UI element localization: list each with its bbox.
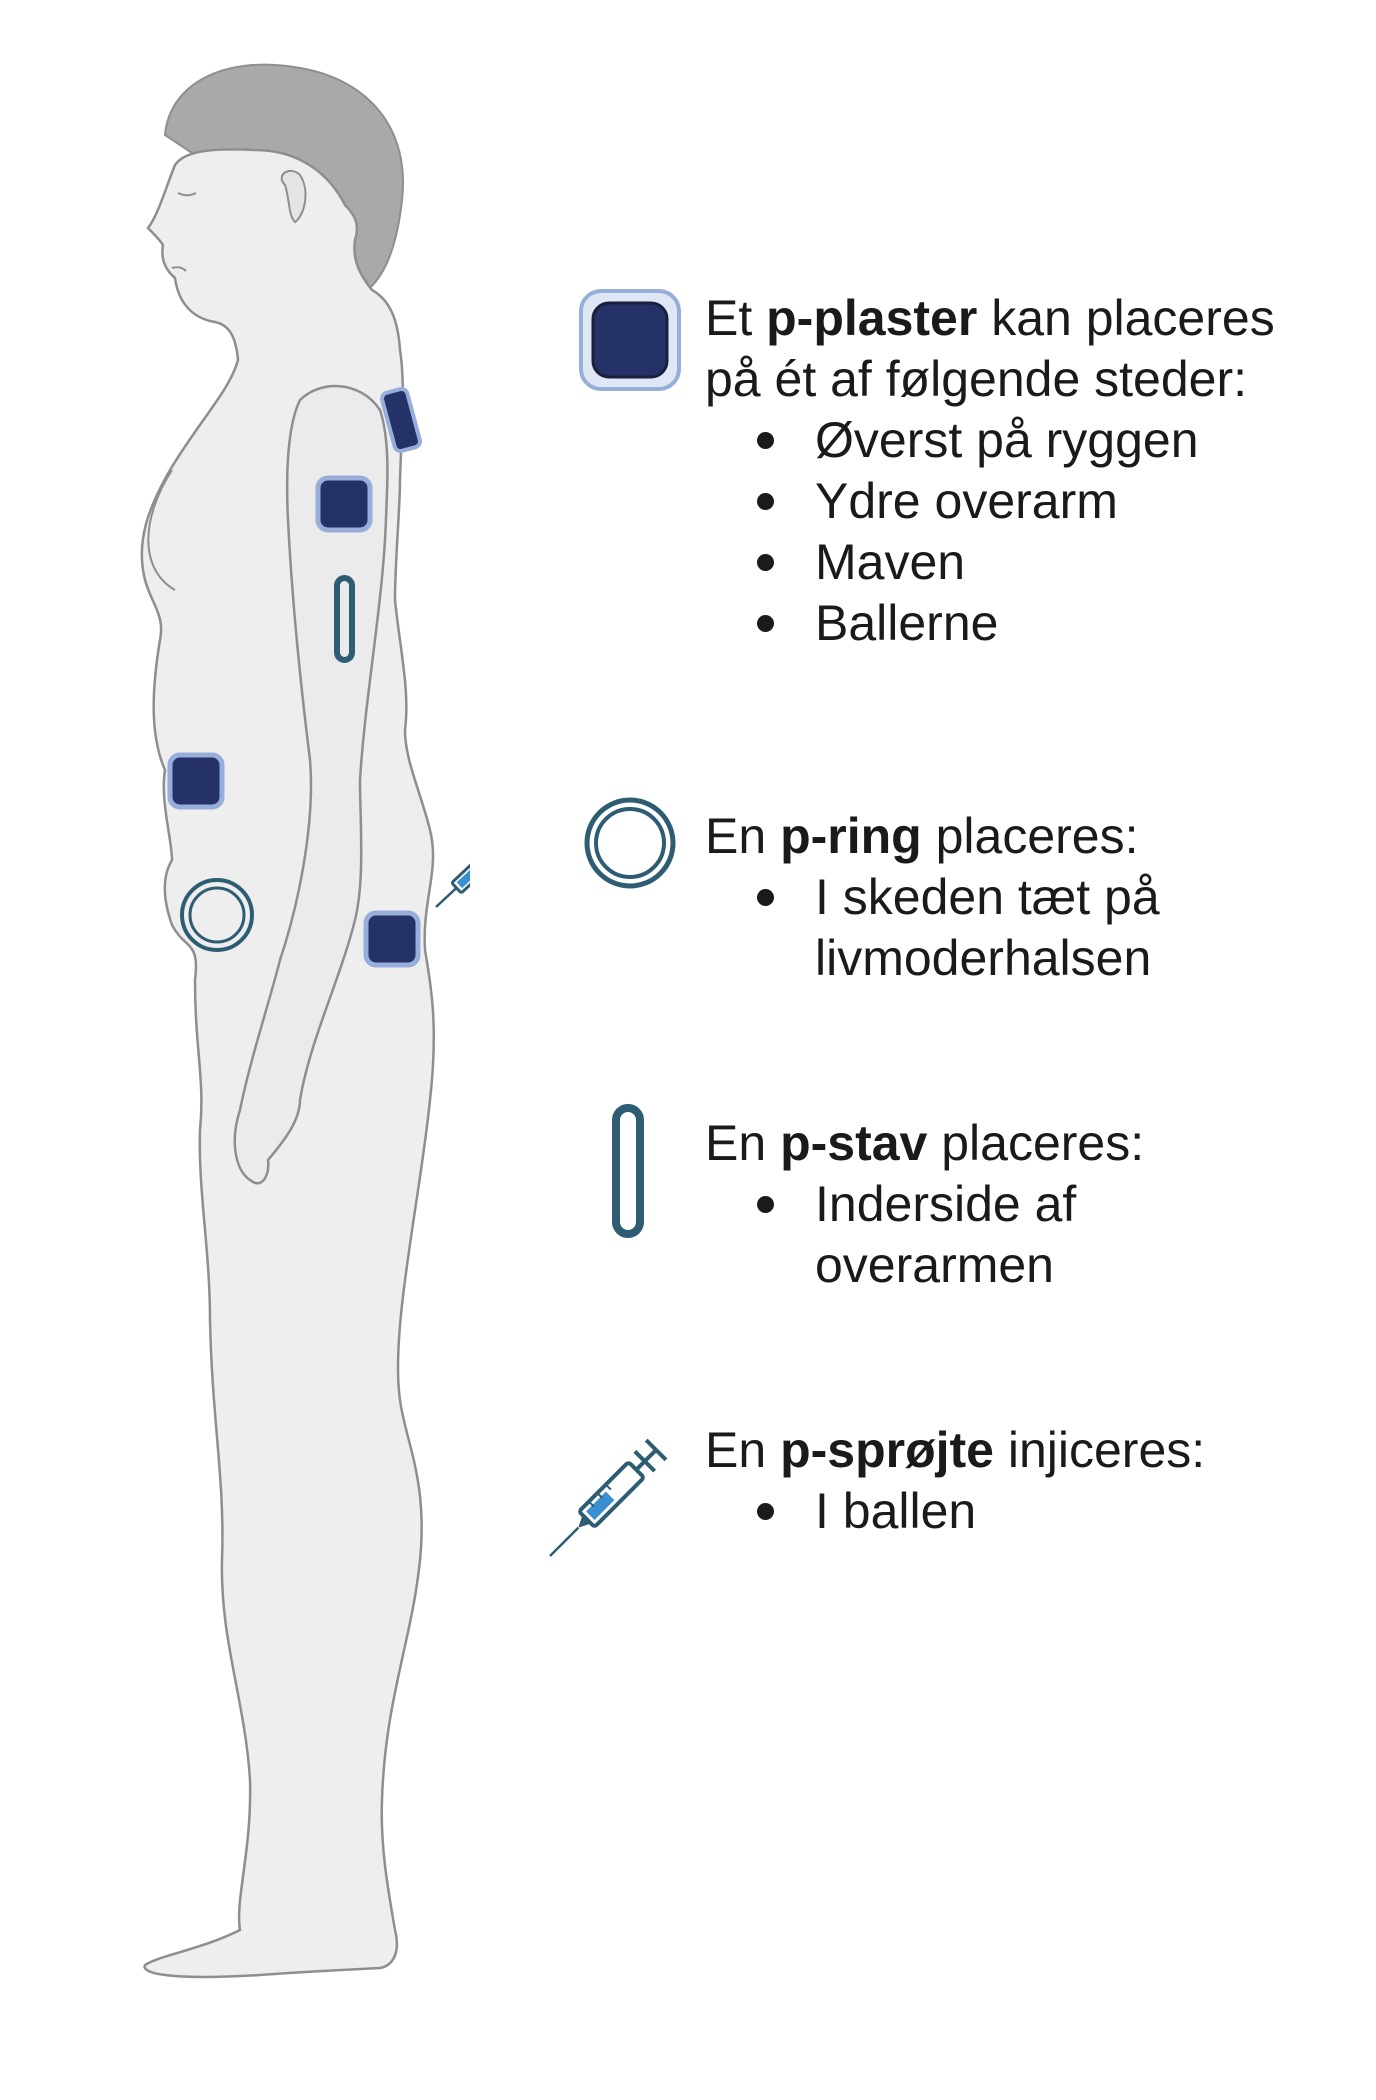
patch-term: p-plaster xyxy=(766,290,978,346)
ear xyxy=(280,169,307,224)
eye xyxy=(177,192,197,197)
patch-icon xyxy=(579,289,681,391)
list-item: Ydre overarm xyxy=(705,471,1275,532)
patch-heading: Et p-plaster kan placeres xyxy=(705,288,1275,349)
injection-description: En p-sprøjte injiceres: I ballen xyxy=(705,1420,1205,1542)
patch-suffix: kan placeres xyxy=(977,290,1275,346)
breast-line xyxy=(147,469,176,591)
mouth xyxy=(171,266,187,272)
ring-sites-list: I skeden tæt på livmoderhalsen xyxy=(705,867,1160,989)
rod-marker-inner-arm xyxy=(334,575,355,663)
syringe-marker xyxy=(435,846,470,908)
ring-marker xyxy=(180,878,254,952)
list-item: Inderside af xyxy=(705,1174,1144,1235)
ring-icon xyxy=(584,797,676,889)
patch-prefix: Et xyxy=(705,290,767,346)
list-item: Ballerne xyxy=(705,593,1275,654)
injection-suffix: injiceres: xyxy=(993,1422,1206,1478)
list-item: Øverst på ryggen xyxy=(705,410,1275,471)
list-item: I skeden tæt på xyxy=(705,867,1160,928)
injection-heading: En p-sprøjte injiceres: xyxy=(705,1420,1205,1481)
list-item: livmoderhalsen xyxy=(815,930,1152,986)
ring-suffix: placeres: xyxy=(921,808,1139,864)
body-figure xyxy=(140,63,470,1979)
patch-marker-abdomen xyxy=(167,752,225,810)
list-item: Maven xyxy=(705,532,1275,593)
ring-heading: En p-ring placeres: xyxy=(705,806,1160,867)
list-item: I ballen xyxy=(705,1481,1205,1542)
rod-icon xyxy=(612,1104,644,1238)
patch-description: Et p-plaster kan placeres på ét af følge… xyxy=(705,288,1275,654)
ring-prefix: En xyxy=(705,808,781,864)
rod-term: p-stav xyxy=(780,1115,928,1171)
patch-sites-list: Øverst på ryggen Ydre overarm Maven Ball… xyxy=(705,410,1275,654)
rod-prefix: En xyxy=(705,1115,781,1171)
ring-marker-inner xyxy=(188,886,246,944)
patch-marker-upper-back xyxy=(380,387,422,453)
list-item: overarmen xyxy=(815,1237,1054,1293)
rod-heading: En p-stav placeres: xyxy=(705,1113,1144,1174)
rod-description: En p-stav placeres: Inderside af overarm… xyxy=(705,1113,1144,1296)
injection-prefix: En xyxy=(705,1422,781,1478)
ring-description: En p-ring placeres: I skeden tæt på livm… xyxy=(705,806,1160,989)
rod-sites-list: Inderside af overarmen xyxy=(705,1174,1144,1296)
rod-suffix: placeres: xyxy=(927,1115,1145,1171)
patch-heading-line2: på ét af følgende steder: xyxy=(705,351,1248,407)
ring-term: p-ring xyxy=(780,808,922,864)
syringe-icon xyxy=(549,1438,668,1557)
injection-term: p-sprøjte xyxy=(780,1422,994,1478)
injection-sites-list: I ballen xyxy=(705,1481,1205,1542)
patch-marker-buttock xyxy=(363,910,421,968)
patch-marker-upper-arm xyxy=(315,475,373,533)
